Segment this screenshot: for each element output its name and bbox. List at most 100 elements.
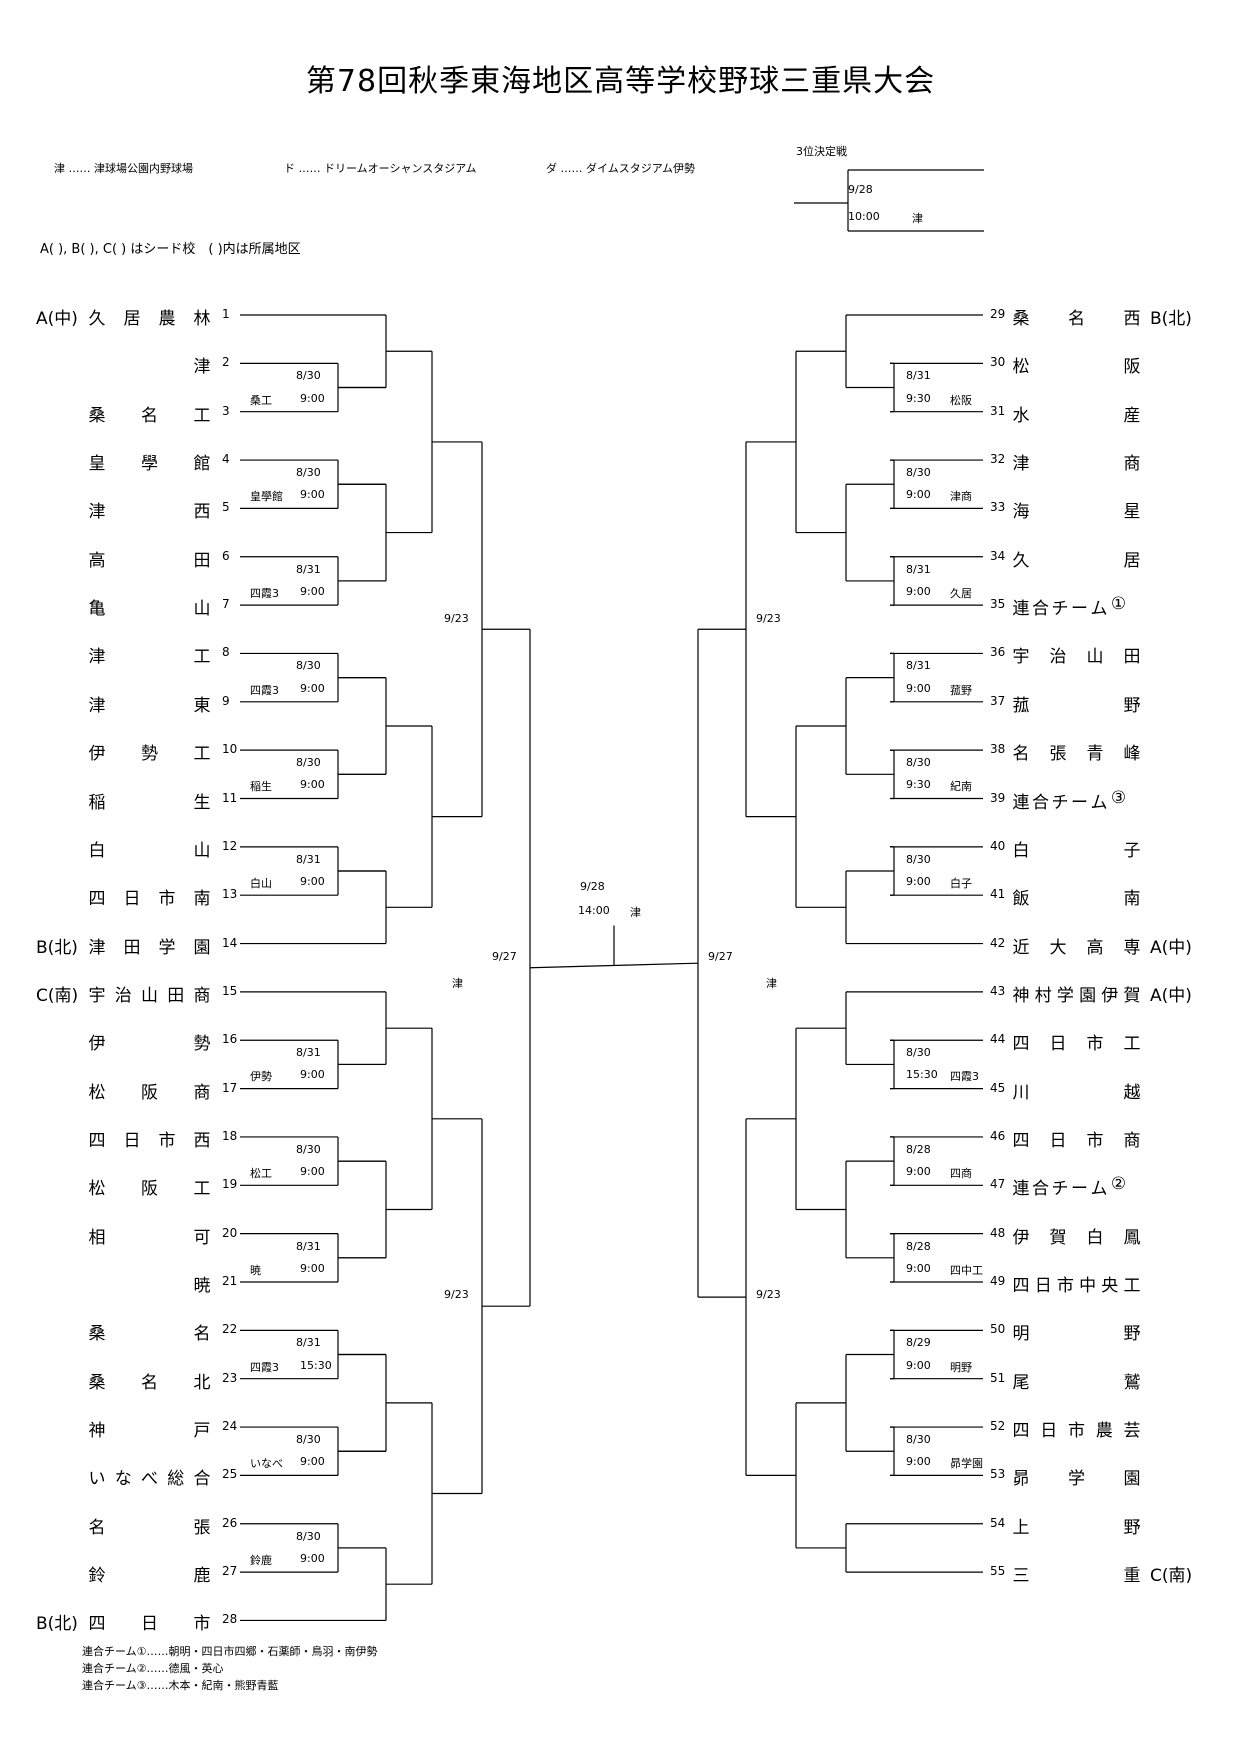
team-name-char: 合 xyxy=(193,1469,211,1490)
match-date: 8/30 xyxy=(906,1433,931,1447)
match-date: 8/30 xyxy=(296,1433,321,1447)
match-time: 9:00 xyxy=(300,391,325,405)
match-site: いなべ xyxy=(250,1457,283,1471)
team-name-char: 鹿 xyxy=(193,1566,211,1587)
match-date: 8/30 xyxy=(296,369,321,383)
team-name-char: 三 xyxy=(1012,1566,1030,1587)
team-name-char: 勢 xyxy=(141,744,158,765)
team-name-char: 大 xyxy=(1049,937,1067,958)
seed-badge: A(中) xyxy=(36,309,78,329)
team-name-char: 連 xyxy=(1012,792,1030,813)
team-name-char: べ xyxy=(141,1469,158,1490)
match-time: 9:00 xyxy=(300,1551,325,1565)
team-25: いなべ総合 xyxy=(0,1464,1241,1490)
match-site: 昴学園 xyxy=(950,1457,983,1471)
quarter-right-2-date: 9/23 xyxy=(756,1288,781,1301)
team-name-char: 桑 xyxy=(1012,309,1030,329)
quarter-left-2-date: 9/23 xyxy=(444,1288,469,1301)
seed-badge: B(北) xyxy=(36,937,78,958)
team-number: 40 xyxy=(990,838,1006,853)
team-name-char: 學 xyxy=(141,454,158,475)
team-number: 13 xyxy=(222,887,238,902)
team-name-char: 田 xyxy=(1123,647,1141,668)
team-number: 42 xyxy=(990,935,1006,950)
team-name-char: 市 xyxy=(193,1614,211,1635)
team-number: 39 xyxy=(990,790,1006,805)
team-49: 四日市中央工 xyxy=(0,1271,1241,1296)
team-name-char: 山 xyxy=(1086,647,1104,668)
team-name-char: 菰 xyxy=(1012,695,1030,716)
match-time: 9:00 xyxy=(906,584,931,598)
team-17: 松阪商 xyxy=(0,1078,1241,1103)
team-52: 四日市農芸 xyxy=(0,1416,1241,1441)
team-name-char: ① xyxy=(1110,594,1127,615)
match-site: 伊勢 xyxy=(250,1070,272,1084)
team-31: 水産 xyxy=(0,401,1241,426)
match-site: 桑工 xyxy=(250,393,272,407)
team-name-char: 専 xyxy=(1123,937,1141,958)
team-number: 27 xyxy=(222,1564,238,1579)
match-date: 8/30 xyxy=(296,466,321,480)
team-13: 四日市南 xyxy=(0,884,1241,909)
team-name-char: 西 xyxy=(1123,309,1141,329)
match-site: 鈴鹿 xyxy=(250,1553,272,1567)
team-number: 50 xyxy=(990,1322,1006,1337)
team-name-char: 総 xyxy=(167,1469,185,1490)
team-30: 松阪 xyxy=(0,352,1241,377)
team-name-char: 学 xyxy=(158,937,176,958)
team-number: 33 xyxy=(990,500,1006,515)
team-number: 38 xyxy=(990,742,1006,757)
team-name-char: 央 xyxy=(1101,1276,1119,1296)
match-date: 8/30 xyxy=(296,659,321,673)
footnote-2: 連合チーム②……德風・英心 xyxy=(82,1662,224,1675)
team-22: 桑名 xyxy=(0,1319,1241,1345)
team-number: 52 xyxy=(990,1419,1006,1434)
team-name-char: 桑 xyxy=(88,1324,106,1345)
third-place-date: 9/28 xyxy=(848,183,873,196)
team-name-char: 鷲 xyxy=(1123,1372,1141,1393)
match-date: 8/30 xyxy=(906,852,931,866)
team-name-char: 伊 xyxy=(88,1034,106,1055)
team-number: 20 xyxy=(222,1225,238,1240)
team-name-char: 鈴 xyxy=(88,1566,106,1587)
team-name-char: 越 xyxy=(1123,1082,1141,1103)
team-55: 三重 xyxy=(0,1561,1241,1587)
team-name-char: 名 xyxy=(193,1324,211,1345)
team-name-char: 工 xyxy=(1123,1034,1141,1055)
team-number: 17 xyxy=(222,1080,238,1095)
team-51: 尾鷲 xyxy=(0,1368,1241,1393)
team-name-char: 久 xyxy=(88,309,106,329)
final-venue: 津 xyxy=(630,906,641,919)
team-name-char: 生 xyxy=(193,792,211,813)
team-name-char: 市 xyxy=(158,1130,176,1151)
team-name-char: 園 xyxy=(1079,985,1097,1006)
venue-legend-tsu: 津 …… 津球場公園内野球場 xyxy=(54,162,193,175)
team-name-char: 市 xyxy=(1086,1130,1104,1151)
team-name-char: 市 xyxy=(1056,1276,1074,1296)
team-21: 暁 xyxy=(0,1271,1241,1296)
match-date: 8/30 xyxy=(906,756,931,770)
team-name-char: 田 xyxy=(123,937,141,958)
match-site: 四商 xyxy=(950,1167,972,1181)
match-site: 白山 xyxy=(250,877,272,891)
seed-badge: C(南) xyxy=(1150,1566,1193,1587)
team-7: 亀山 xyxy=(0,594,1241,619)
team-26: 名張 xyxy=(0,1513,1241,1538)
team-name-char: 工 xyxy=(1123,1276,1141,1296)
team-20: 相可 xyxy=(0,1223,1241,1248)
match-site: 四霞3 xyxy=(950,1070,979,1084)
team-number: 7 xyxy=(222,597,230,612)
team-name-char: チ xyxy=(1051,599,1069,620)
match-date: 8/30 xyxy=(296,756,321,770)
team-1: 久居農林 xyxy=(0,304,1241,329)
team-name-char: 明 xyxy=(1012,1324,1030,1345)
team-number: 41 xyxy=(990,887,1006,902)
match-site: 暁 xyxy=(250,1263,261,1277)
team-number: 25 xyxy=(222,1467,238,1482)
team-48: 伊賀白鳳 xyxy=(0,1223,1241,1248)
team-number: 54 xyxy=(990,1515,1006,1530)
team-name-char: 田 xyxy=(167,985,185,1006)
team-36: 宇治山田 xyxy=(0,642,1241,668)
